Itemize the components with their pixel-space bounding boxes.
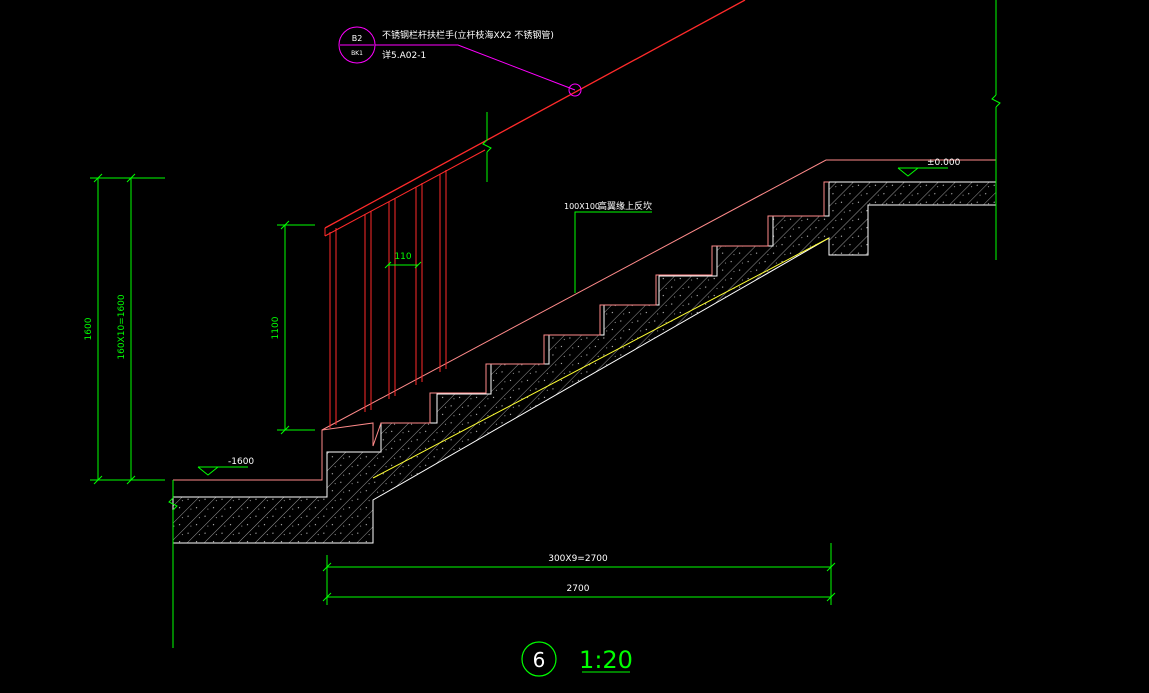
dim-baluster-spacing (384, 261, 422, 269)
callout-bubble (338, 26, 582, 97)
dim-height-total (90, 173, 165, 485)
break-mark-rail (482, 112, 492, 182)
dim-rail-height (277, 220, 315, 435)
handrail (324, 0, 746, 229)
concrete-hatch (172, 181, 997, 544)
dim-baluster-spacing-label: 110 (394, 252, 411, 262)
slab-note-size: 100X100 (564, 202, 600, 211)
level-marker-bottom (197, 466, 248, 476)
title-number-circle (521, 641, 557, 677)
callout-detail-bottom: BK1 (351, 50, 363, 57)
callout-note-line1: 不锈钢栏杆扶栏手(立杆枝海XX2 不锈钢管) (382, 29, 554, 41)
title-scale: 1:20 (579, 646, 633, 674)
handrail-underside (324, 149, 486, 237)
dim-rail-height-label: 1100 (271, 316, 281, 339)
dim-run-steps (322, 543, 836, 605)
dim-run-total-label: 2700 (567, 584, 590, 594)
title-number: 6 (533, 648, 546, 672)
dim-height-total-label: 1600 (84, 317, 94, 340)
left-wall-break (168, 480, 178, 648)
slab-note-leader (574, 211, 652, 293)
balusters (329, 170, 447, 428)
callout-detail-top: B2 (352, 34, 363, 43)
stair-finish-outline (173, 181, 860, 481)
stair-top-edge (321, 159, 996, 431)
dim-run-steps-label: 300X9=2700 (548, 554, 608, 564)
level-top-label: ±0.000 (927, 158, 961, 168)
right-wall-break (991, 0, 1001, 260)
callout-note-line2: 详5.A02-1 (382, 49, 426, 61)
level-bottom-label: -1600 (228, 457, 254, 467)
level-marker-top (897, 167, 948, 177)
dim-height-steps-label: 160X10=1600 (117, 294, 127, 360)
dim-run-total (322, 592, 836, 602)
dim-height-steps (126, 173, 136, 485)
slab-note-text: 高翼缘上反坎 (598, 200, 652, 212)
soffit-line (372, 237, 830, 479)
